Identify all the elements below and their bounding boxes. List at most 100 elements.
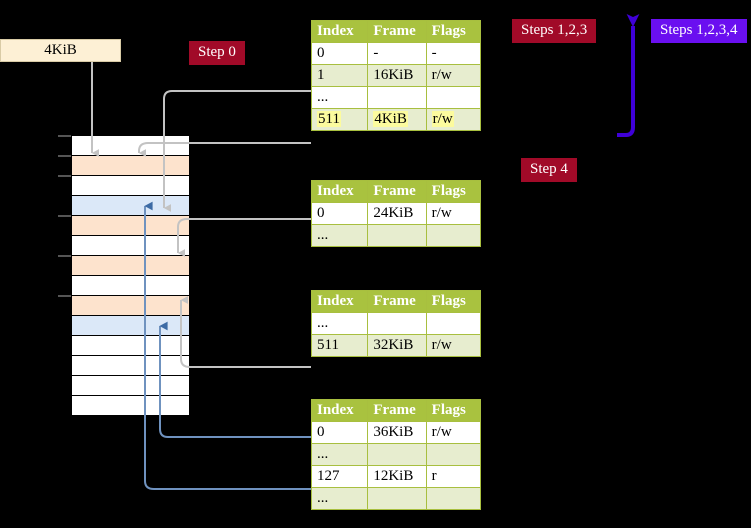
cell-flags-highlight: r/w: [431, 111, 454, 127]
memory-row: [71, 135, 190, 156]
cell-frame: -: [367, 42, 427, 65]
cell-flags: r/w: [425, 421, 482, 444]
column-header-index: Index: [310, 290, 369, 313]
column-header-index: Index: [310, 399, 369, 422]
cell-index: ...: [310, 224, 369, 247]
table-header-row: Index Frame Flags: [310, 20, 482, 43]
cell-frame: [367, 487, 427, 510]
cell-frame-highlight: 4KiB: [373, 111, 408, 127]
table-row: 511 4KiB r/w: [310, 108, 482, 131]
cell-index: 0: [310, 202, 369, 225]
badge-steps-1-2-3-label: Steps 1,2,3: [521, 22, 588, 38]
page-table-level1: Index Frame Flags 0 36KiB r/w ... 127 12…: [310, 399, 482, 510]
memory-row: [71, 255, 190, 276]
memory-row: [71, 155, 190, 176]
cell-flags: [425, 224, 482, 247]
cell-flags: [425, 86, 482, 109]
column-header-frame: Frame: [367, 290, 427, 313]
badge-steps-1-2-3-4-label: Steps 1,2,3,4: [660, 22, 738, 38]
cell-flags: [425, 443, 482, 466]
cell-flags: [425, 312, 482, 335]
memory-row: [71, 395, 190, 416]
memory-row-tick: [58, 255, 71, 257]
memory-row-tick: [58, 295, 71, 297]
table-header-row: Index Frame Flags: [310, 290, 482, 313]
column-header-flags: Flags: [425, 180, 482, 203]
table-row: ...: [310, 443, 482, 466]
memory-row: [71, 195, 190, 216]
cell-index-highlight: 511: [317, 111, 341, 127]
cell-frame: 12KiB: [367, 465, 427, 488]
badge-step-4: Step 4: [521, 158, 577, 182]
column-header-flags: Flags: [425, 290, 482, 313]
memory-block-label: 4KiB: [44, 42, 77, 58]
memory-row-tick: [58, 135, 71, 137]
cell-flags: r: [425, 465, 482, 488]
cell-flags: -: [425, 42, 482, 65]
cell-flags: r/w: [425, 108, 482, 131]
memory-row: [71, 335, 190, 356]
memory-row-tick: [58, 175, 71, 177]
cell-index: 511: [310, 334, 369, 357]
cell-frame: [367, 312, 427, 335]
badge-step-4-label: Step 4: [530, 161, 568, 177]
column-header-frame: Frame: [367, 20, 427, 43]
memory-row: [71, 295, 190, 316]
badge-steps-1-2-3-4: Steps 1,2,3,4: [651, 19, 747, 43]
memory-row: [71, 315, 190, 336]
cell-index: ...: [310, 443, 369, 466]
badge-step-0: Step 0: [189, 41, 245, 65]
memory-row: [71, 175, 190, 196]
cell-flags: [425, 487, 482, 510]
column-header-frame: Frame: [367, 399, 427, 422]
memory-row: [71, 355, 190, 376]
memory-row: [71, 235, 190, 256]
cell-index: 0: [310, 42, 369, 65]
column-header-index: Index: [310, 180, 369, 203]
cell-index: ...: [310, 487, 369, 510]
table-row: ...: [310, 86, 482, 109]
cell-frame: [367, 443, 427, 466]
column-header-flags: Flags: [425, 20, 482, 43]
cell-index: 127: [310, 465, 369, 488]
cell-index: ...: [310, 312, 369, 335]
cell-frame: 36KiB: [367, 421, 427, 444]
table-row: 511 32KiB r/w: [310, 334, 482, 357]
cell-index: 0: [310, 421, 369, 444]
table-row: ...: [310, 487, 482, 510]
cell-frame: [367, 86, 427, 109]
table-row: 0 24KiB r/w: [310, 202, 482, 225]
cell-index: ...: [310, 86, 369, 109]
badge-steps-1-2-3: Steps 1,2,3: [512, 19, 597, 43]
memory-block-4kib: 4KiB: [0, 39, 121, 62]
cell-flags: r/w: [425, 334, 482, 357]
memory-row: [71, 275, 190, 296]
table-row: 0 36KiB r/w: [310, 421, 482, 444]
table-header-row: Index Frame Flags: [310, 399, 482, 422]
memory-row: [71, 375, 190, 396]
cell-frame: [367, 224, 427, 247]
table-header-row: Index Frame Flags: [310, 180, 482, 203]
cell-flags: r/w: [425, 64, 482, 87]
column-header-frame: Frame: [367, 180, 427, 203]
page-table-level3: Index Frame Flags 0 24KiB r/w ...: [310, 180, 482, 247]
badge-step-0-label: Step 0: [198, 44, 236, 60]
column-header-index: Index: [310, 20, 369, 43]
table-row: 127 12KiB r: [310, 465, 482, 488]
page-table-level4: Index Frame Flags 0 - - 1 16KiB r/w ...: [310, 20, 482, 131]
cell-frame: 32KiB: [367, 334, 427, 357]
cell-frame: 4KiB: [367, 108, 427, 131]
cell-index: 511: [310, 108, 369, 131]
physical-memory-column: [71, 135, 190, 416]
cell-frame: 16KiB: [367, 64, 427, 87]
table-row: ...: [310, 312, 482, 335]
memory-row: [71, 215, 190, 236]
memory-row-tick: [58, 155, 71, 157]
cell-frame: 24KiB: [367, 202, 427, 225]
cell-flags: r/w: [425, 202, 482, 225]
memory-row-tick: [58, 215, 71, 217]
cell-index: 1: [310, 64, 369, 87]
table-row: ...: [310, 224, 482, 247]
table-row: 0 - -: [310, 42, 482, 65]
